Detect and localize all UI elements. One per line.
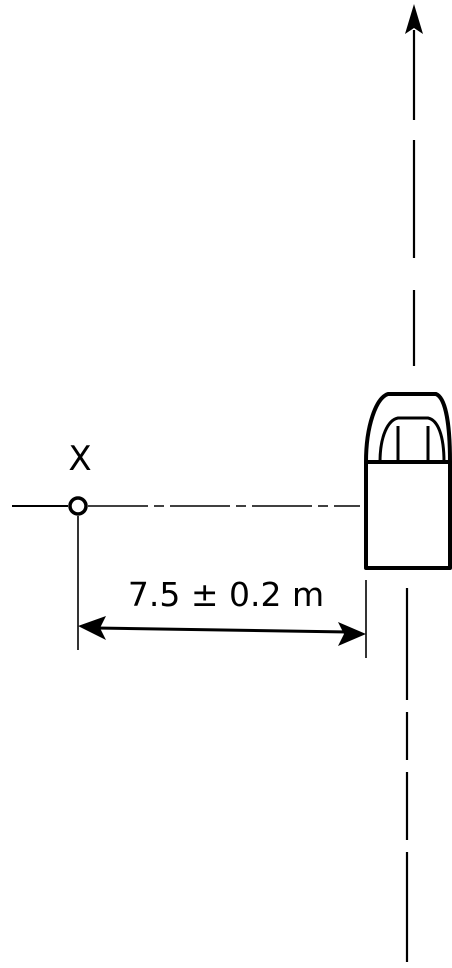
arrow-up-icon (405, 4, 423, 34)
circle-point-icon (68, 496, 88, 516)
dimension-arrow (78, 616, 366, 646)
vehicle-top-view-icon (364, 392, 452, 570)
extension-lines (77, 516, 367, 658)
distance-label: 7.5 ± 0.2 m (128, 575, 324, 614)
point-x-label: X (68, 439, 91, 479)
